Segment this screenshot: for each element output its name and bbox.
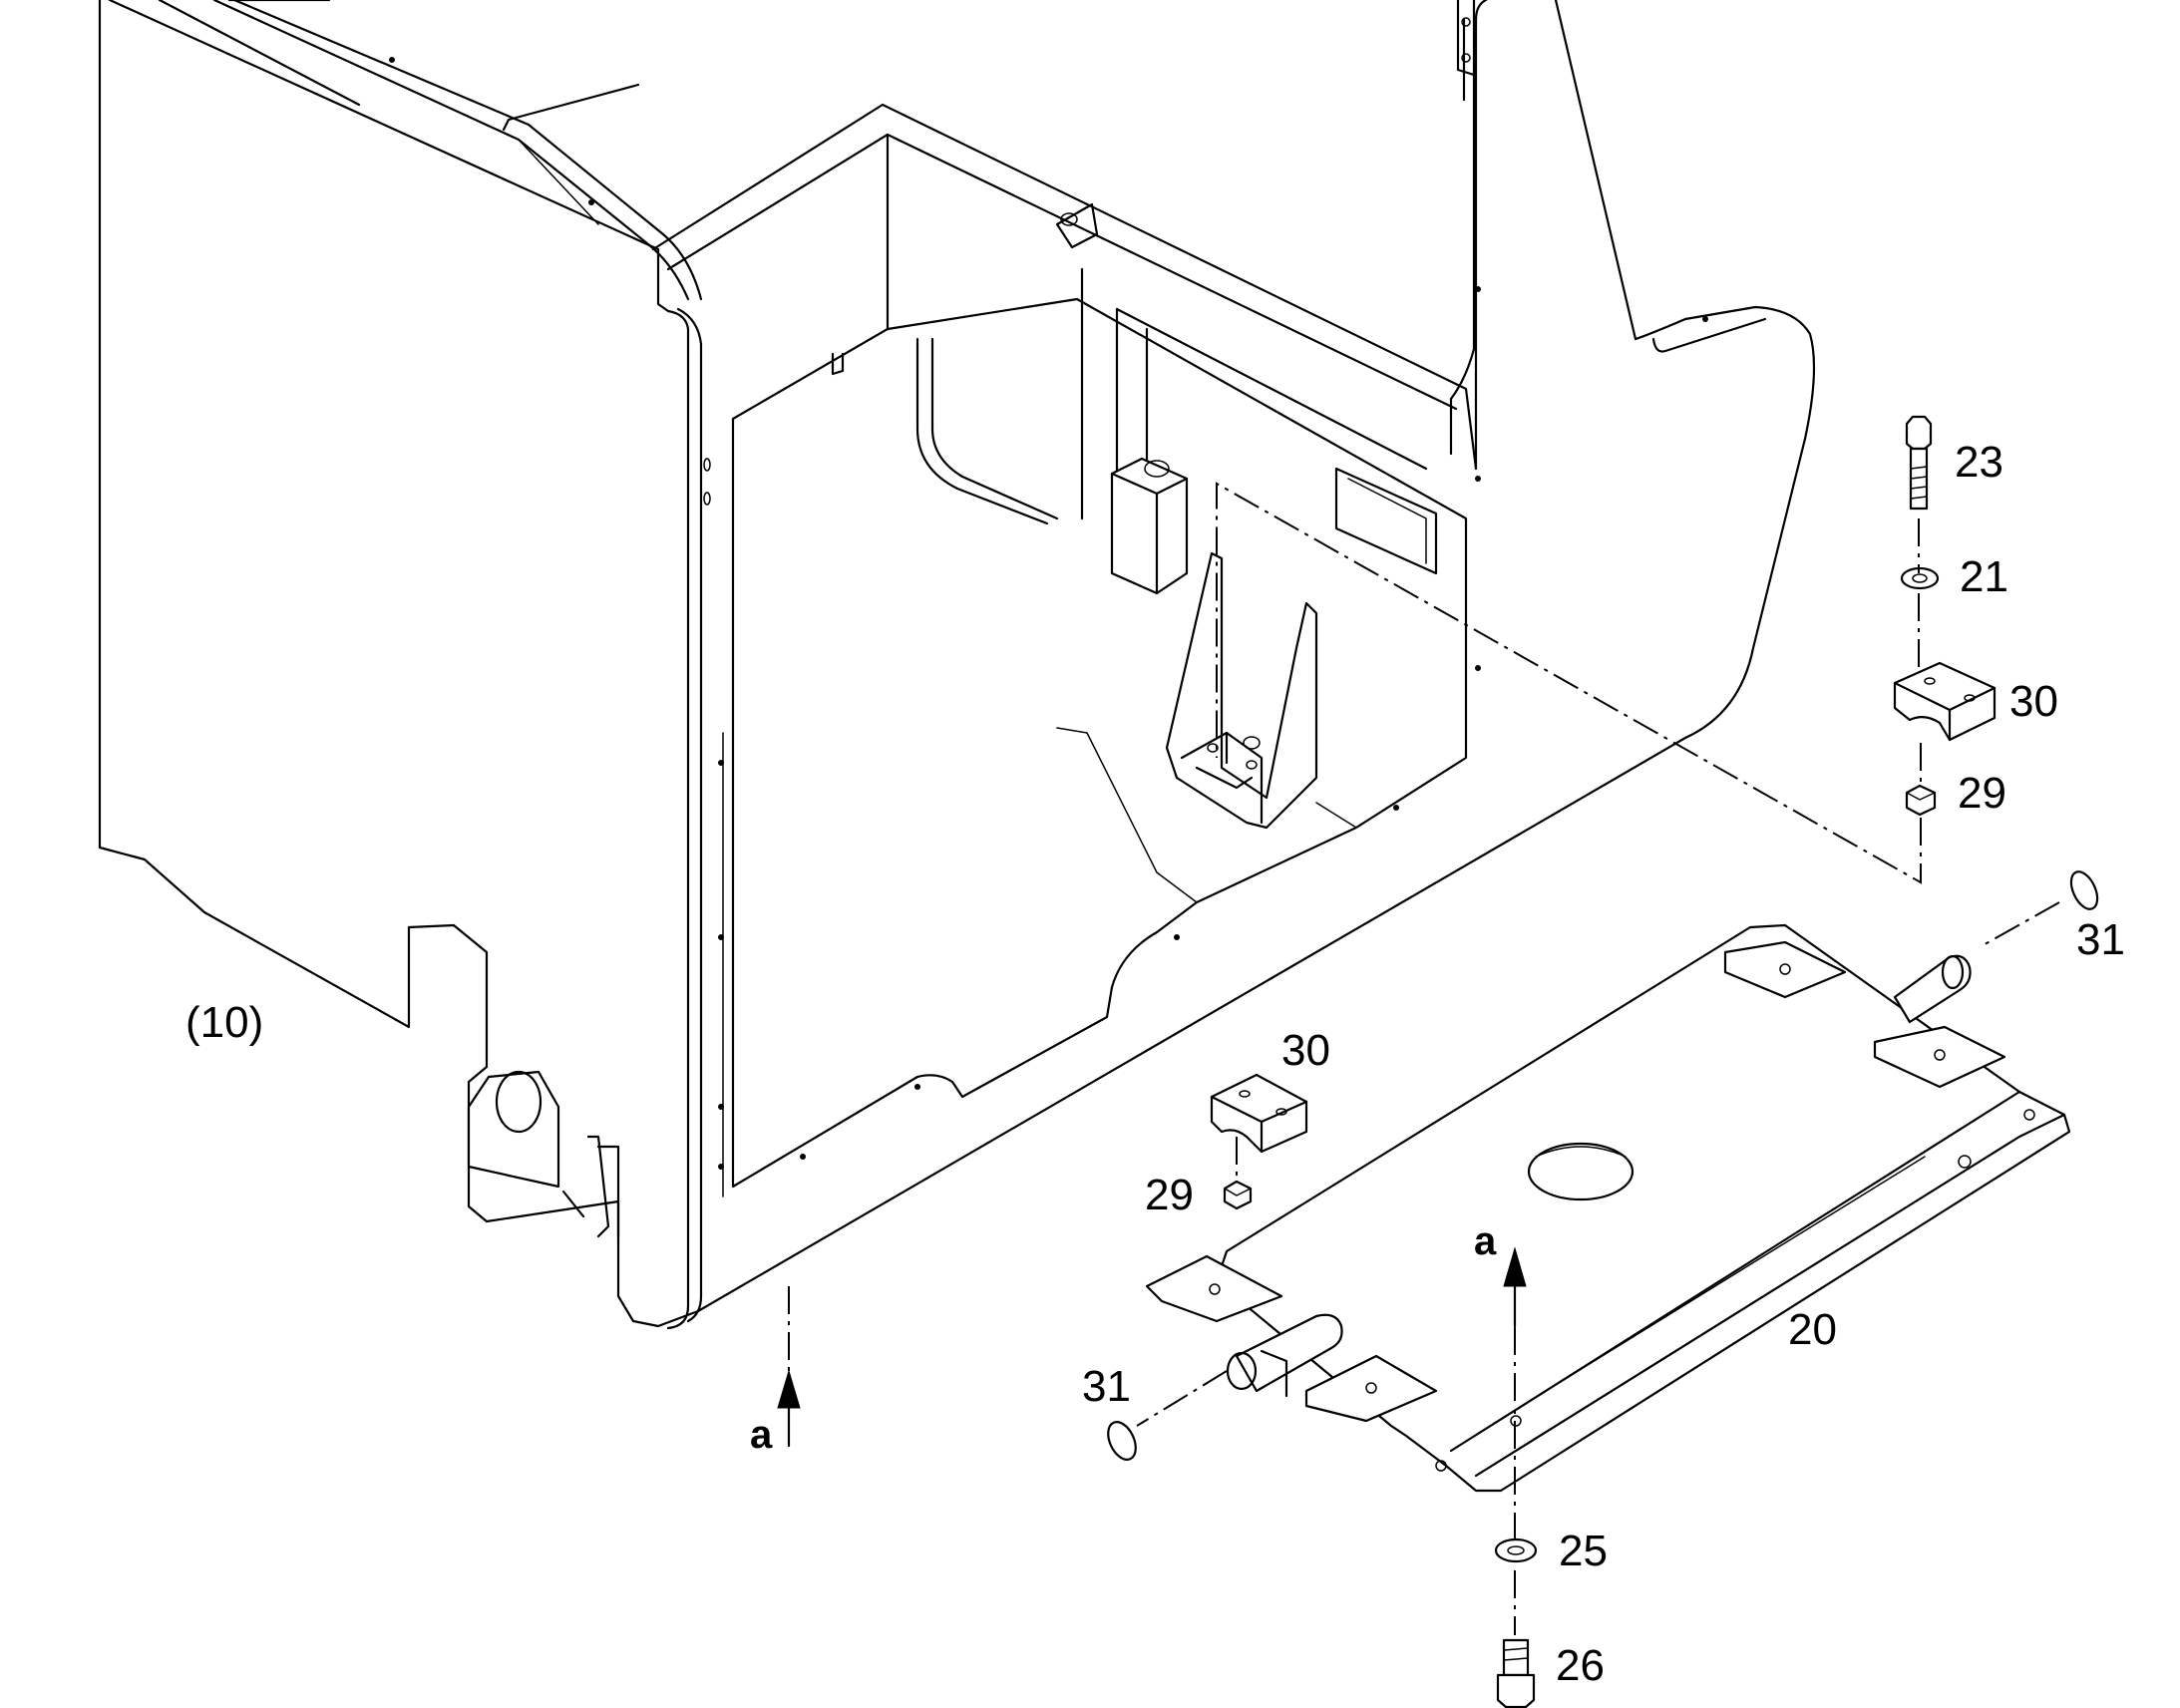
callout-31-left: 31 bbox=[1082, 1362, 1131, 1411]
lower-left-bracket bbox=[467, 1070, 560, 1189]
callout-29-lower: 29 bbox=[1145, 1171, 1194, 1219]
clamp-30-upper bbox=[1893, 661, 1997, 742]
floor-plate-outline bbox=[1215, 923, 2071, 1493]
callout-20: 20 bbox=[1788, 1305, 1837, 1354]
callout-30-upper: 30 bbox=[2009, 677, 2058, 726]
fork-bracket bbox=[1165, 551, 1318, 830]
callout-23: 23 bbox=[1955, 438, 2003, 487]
bolt-23 bbox=[1905, 415, 1933, 511]
left-panel-front-edge bbox=[108, 0, 690, 331]
floor-plate bbox=[1145, 923, 2071, 1493]
callout-25: 25 bbox=[1559, 1527, 1608, 1575]
callout-29-upper: 29 bbox=[1958, 769, 2006, 818]
view-arrow-right bbox=[1503, 1246, 1527, 1328]
callout-30-lower: 30 bbox=[1281, 1026, 1330, 1075]
view-marker-a-left: a bbox=[750, 1413, 773, 1457]
hinge-pin-right bbox=[1893, 954, 1972, 1024]
callout-26: 26 bbox=[1556, 1641, 1605, 1690]
washer-25 bbox=[1494, 1537, 1538, 1563]
ring-31-right bbox=[2069, 870, 2099, 910]
callout-21: 21 bbox=[1960, 552, 2008, 601]
bolt-26 bbox=[1496, 1638, 1536, 1708]
left-side-panel bbox=[98, 0, 700, 1328]
pad-bottom-right bbox=[1304, 1354, 1438, 1423]
ring-31-left bbox=[1107, 1421, 1137, 1461]
frame-bottom-edge bbox=[696, 736, 1687, 1313]
view-marker-a-right: a bbox=[1474, 1219, 1497, 1263]
nut-29-upper bbox=[1905, 784, 1937, 817]
mount-block bbox=[1110, 457, 1189, 595]
top-right-bracket bbox=[1456, 0, 1476, 77]
nut-29-lower bbox=[1223, 1180, 1253, 1210]
frame-assembly bbox=[98, 0, 1816, 1330]
pad-top-left bbox=[1723, 940, 1847, 999]
inner-opening bbox=[731, 297, 1468, 1189]
floor-plate-hole bbox=[1527, 1142, 1635, 1201]
hinge-pin-left bbox=[1235, 1313, 1343, 1393]
washer-21 bbox=[1900, 566, 1940, 590]
pad-top-right bbox=[1873, 1025, 2006, 1089]
pad-bottom-left bbox=[1145, 1254, 1283, 1323]
callout-10: (10) bbox=[185, 998, 263, 1047]
view-arrow-left bbox=[777, 1369, 801, 1448]
clamp-30-lower bbox=[1210, 1073, 1308, 1154]
callout-31-right: 31 bbox=[2076, 915, 2125, 964]
